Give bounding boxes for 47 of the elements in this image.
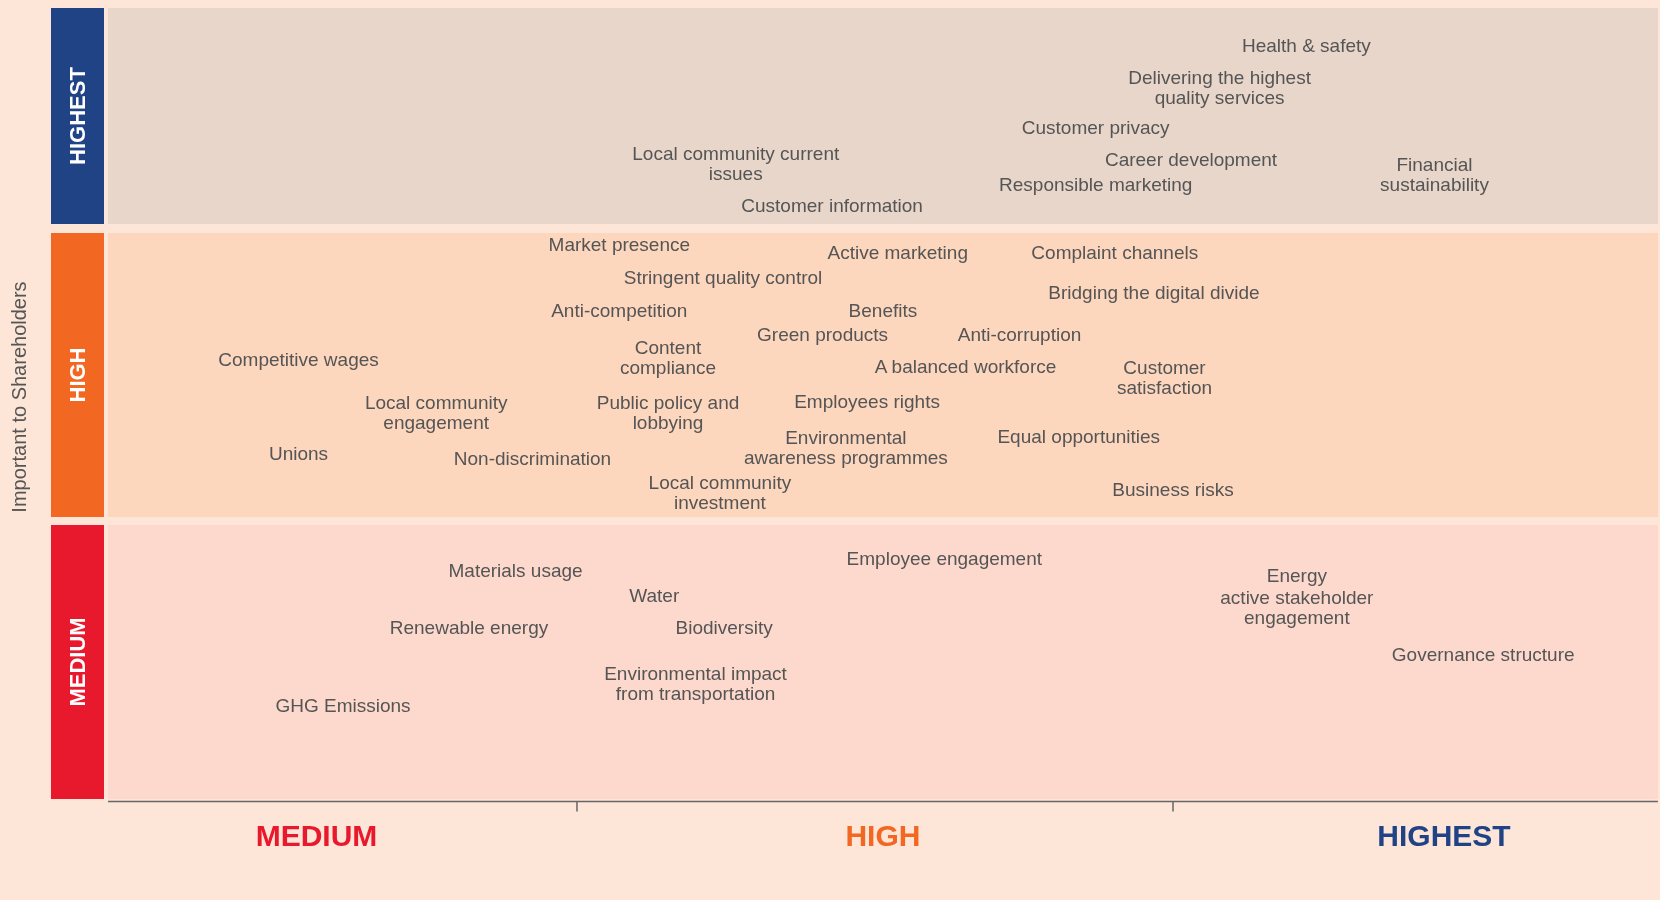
topic-label: Health & safety bbox=[1241, 35, 1371, 56]
topic-label: Complaint channels bbox=[1031, 243, 1199, 263]
topic-label: Customer information bbox=[741, 196, 923, 217]
axis-category-label: HIGHEST bbox=[1377, 819, 1511, 854]
topic-label: Anti-corruption bbox=[957, 324, 1082, 345]
topic-label: Customer satisfaction bbox=[1116, 357, 1214, 398]
topic-label: GHG Emissions bbox=[275, 696, 411, 717]
topic-label: Benefits bbox=[848, 301, 918, 322]
axis-category-label: HIGH bbox=[845, 819, 921, 854]
topic-label: Governance structure bbox=[1391, 645, 1575, 666]
topic-label: Green products bbox=[757, 324, 889, 345]
topic-label: Financial sustainability bbox=[1379, 154, 1490, 195]
topic-label: Local community current issues bbox=[631, 144, 841, 185]
topic-label: Environmental awareness programmes bbox=[742, 427, 949, 468]
topic-label: Local community engagement bbox=[363, 392, 509, 433]
topic-label: Biodiversity bbox=[675, 617, 773, 638]
topic-label: Materials usage bbox=[448, 560, 583, 581]
topic-label: active stakeholder engagement bbox=[1219, 587, 1375, 628]
topic-label: A balanced workforce bbox=[874, 357, 1057, 378]
topic-label: Delivering the highest quality services bbox=[1127, 67, 1312, 108]
band-label: MEDIUM bbox=[64, 617, 91, 707]
topic-label: Anti-competition bbox=[551, 301, 688, 322]
topic-label: Competitive wages bbox=[218, 349, 379, 370]
topic-label: Content compliance bbox=[618, 337, 718, 378]
topic-label: Water bbox=[629, 586, 680, 607]
topic-label: Unions bbox=[268, 444, 329, 465]
topic-label: Renewable energy bbox=[389, 617, 549, 638]
topic-label: Employees rights bbox=[794, 392, 940, 413]
topic-label: Responsible marketing bbox=[999, 175, 1193, 196]
topic-label: Bridging the digital divide bbox=[1048, 283, 1260, 304]
topic-label: Active marketing bbox=[827, 243, 968, 263]
axis-category-label: MEDIUM bbox=[255, 819, 378, 854]
topic-label: Non-discrimination bbox=[453, 449, 612, 470]
topic-label: Public policy and lobbying bbox=[595, 392, 741, 433]
topic-label: Customer privacy bbox=[1021, 118, 1170, 139]
topic-label: Career development bbox=[1104, 149, 1278, 170]
band-label: HIGH bbox=[64, 347, 91, 403]
topic-label: Stringent quality control bbox=[623, 268, 823, 289]
topic-label: Energy bbox=[1266, 565, 1327, 586]
topic-label: Market presence bbox=[548, 234, 691, 255]
topic-label: Business risks bbox=[1112, 480, 1234, 501]
topic-label: Employee engagement bbox=[846, 548, 1043, 569]
axis-title: Important to Shareholders bbox=[7, 281, 31, 513]
topic-label: Equal opportunities bbox=[997, 427, 1161, 448]
topic-label: Environmental impact from transportation bbox=[603, 663, 788, 704]
band-label: HIGHEST bbox=[64, 67, 91, 166]
topic-label: Local community investment bbox=[647, 473, 793, 514]
